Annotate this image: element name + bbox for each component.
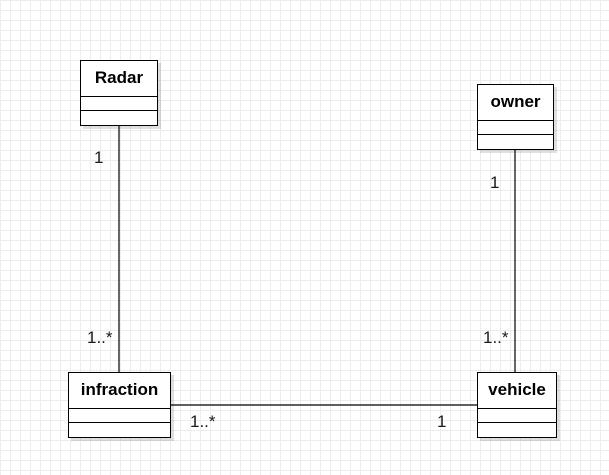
class-owner-name: owner (478, 85, 553, 121)
class-radar-operations (81, 111, 157, 125)
multiplicity-vehicle-infraction-end: 1 (437, 412, 447, 431)
class-radar-name: Radar (81, 61, 157, 97)
multiplicity-vehicle-owner-end: 1..* (483, 328, 509, 347)
class-infraction[interactable]: infraction (68, 372, 171, 438)
class-owner-operations (478, 135, 553, 149)
class-vehicle-name: vehicle (478, 373, 556, 409)
multiplicity-owner-end: 1 (490, 173, 500, 192)
multiplicity-radar-end: 1 (94, 148, 104, 167)
class-infraction-name: infraction (69, 373, 170, 409)
class-radar[interactable]: Radar (80, 60, 158, 126)
class-infraction-operations (69, 423, 170, 437)
class-radar-attributes (81, 97, 157, 111)
class-vehicle-attributes (478, 409, 556, 423)
class-vehicle[interactable]: vehicle (477, 372, 557, 438)
class-vehicle-operations (478, 423, 556, 437)
class-infraction-attributes (69, 409, 170, 423)
multiplicity-infraction-vehicle-end: 1..* (190, 412, 216, 431)
class-owner-attributes (478, 121, 553, 135)
class-owner[interactable]: owner (477, 84, 554, 150)
multiplicity-infraction-radar-end: 1..* (87, 328, 113, 347)
